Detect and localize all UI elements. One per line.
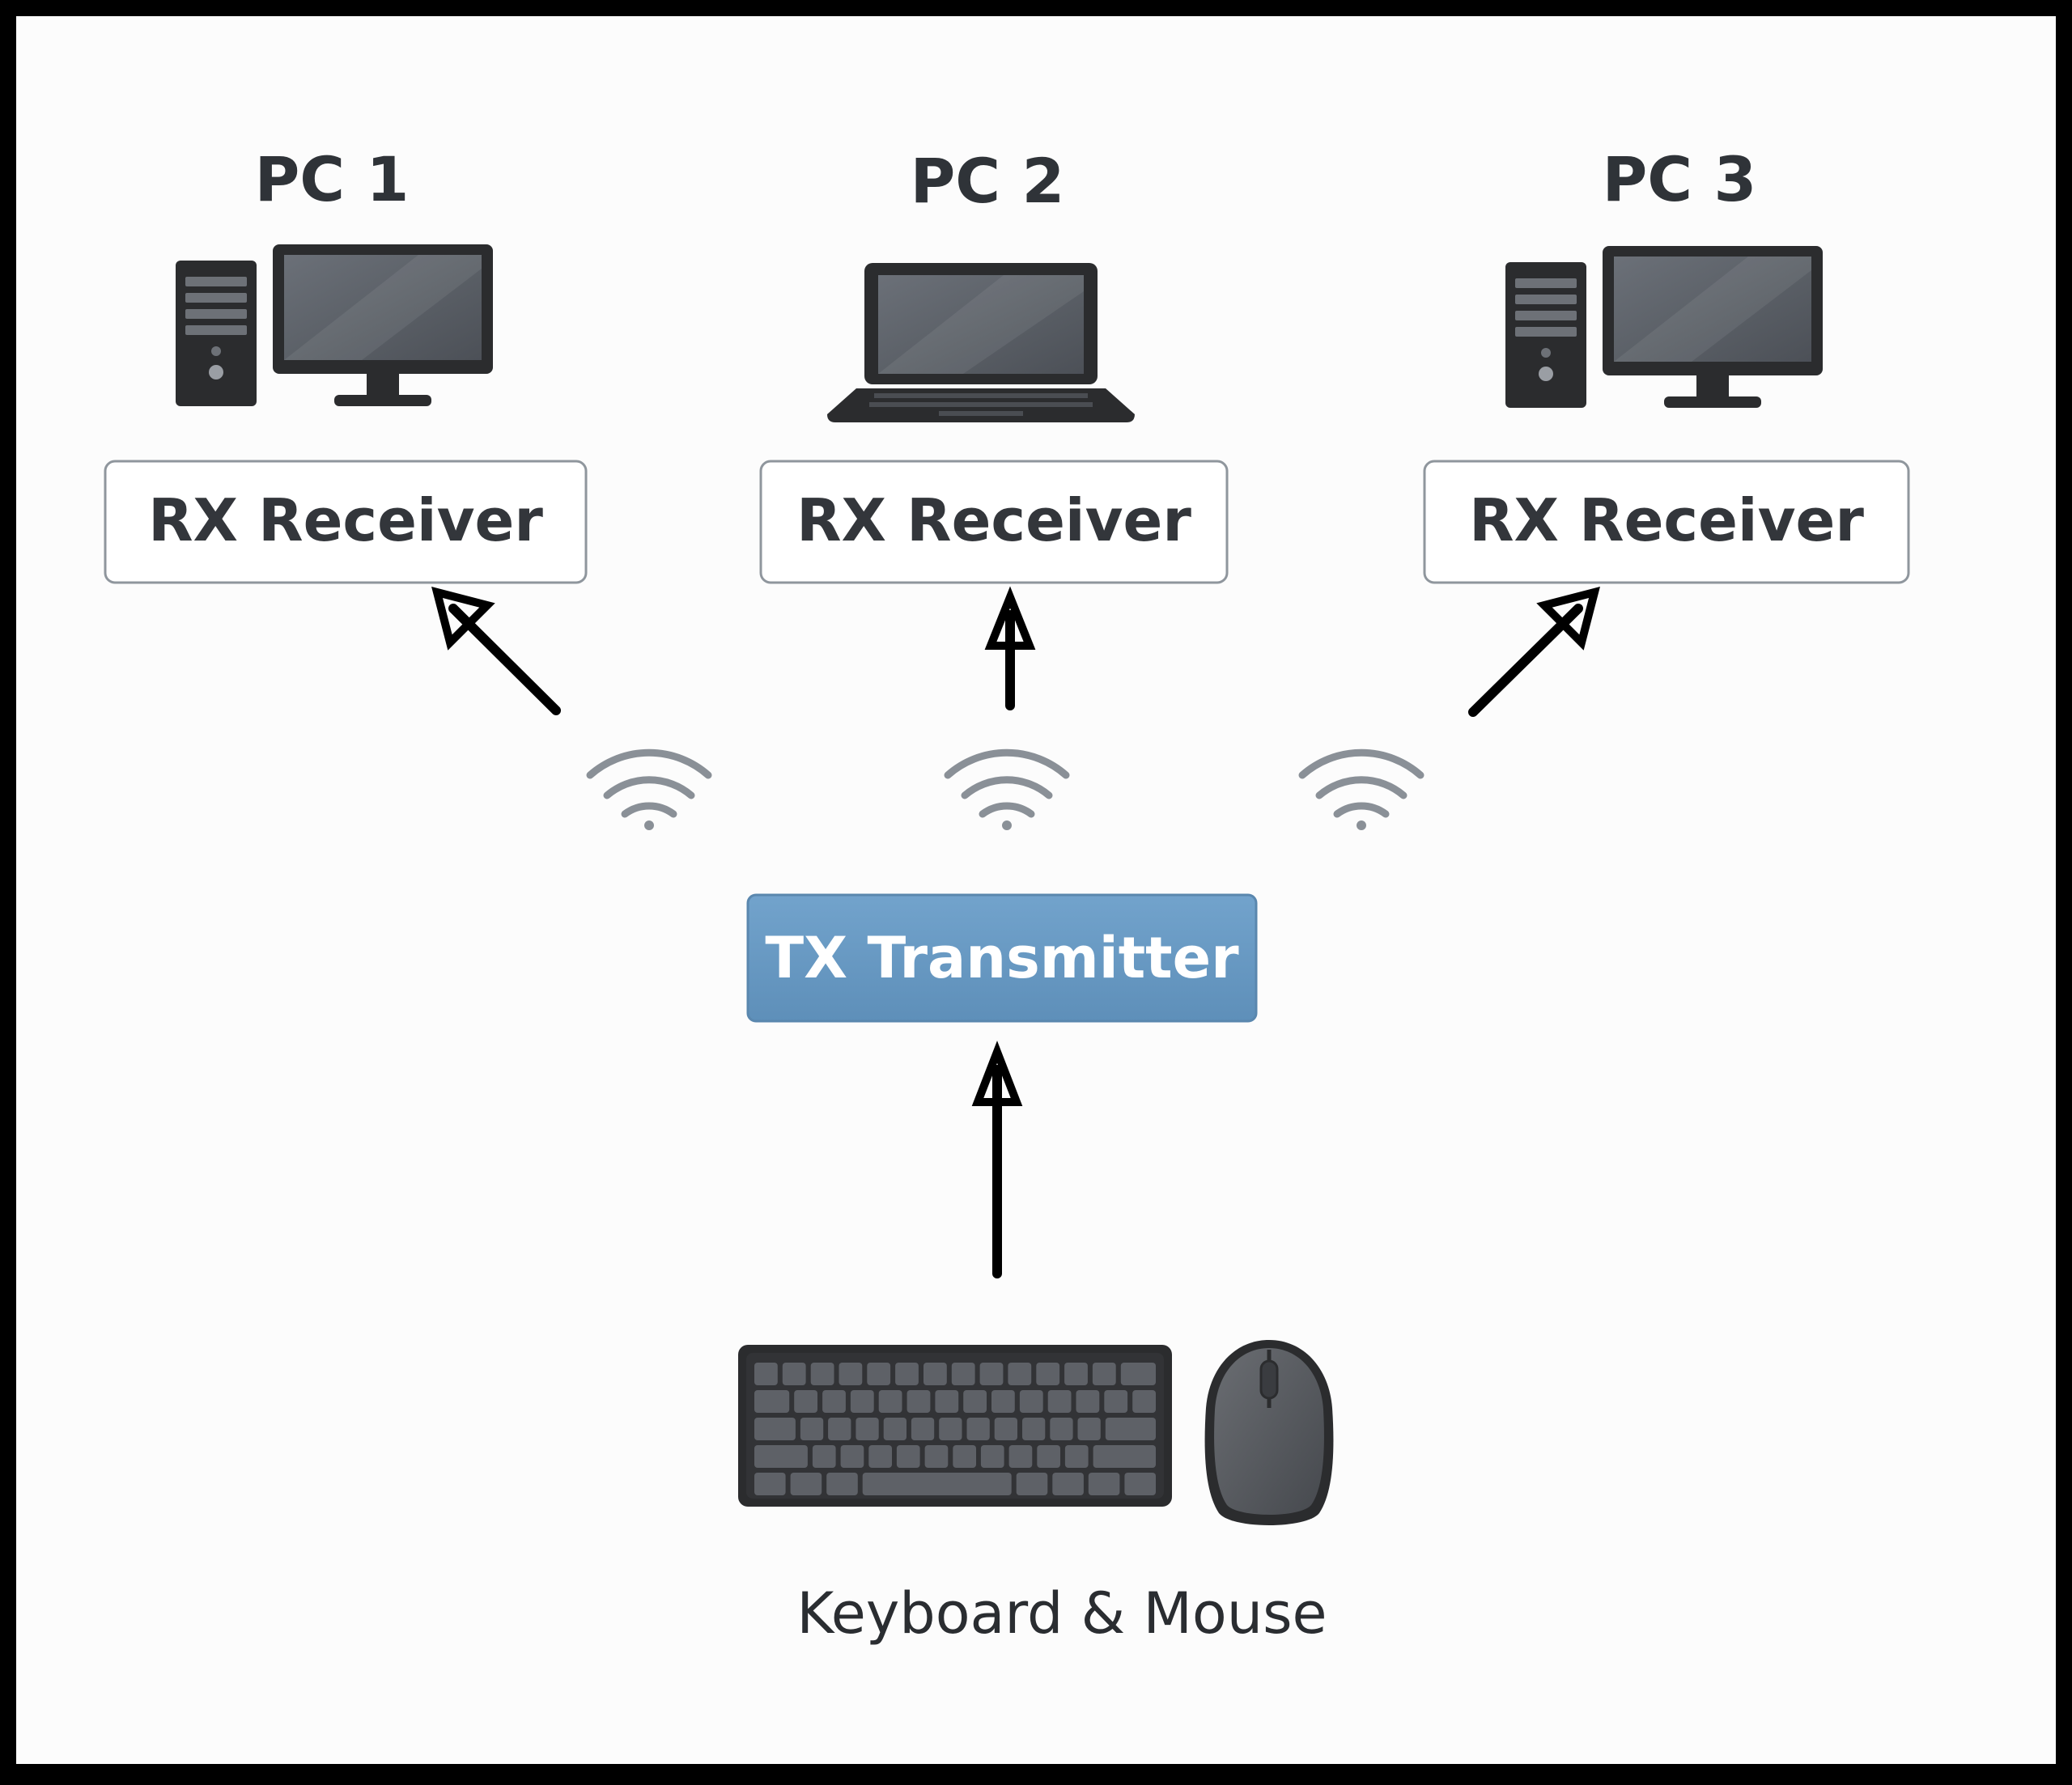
keyboard-key [1036, 1363, 1060, 1385]
rx-receiver-3: RX Receiver [1423, 460, 1910, 584]
arrow-to-tx [971, 1041, 1023, 1278]
keyboard-key [951, 1363, 975, 1385]
keyboard-key [828, 1418, 851, 1440]
keyboard-key [1093, 1445, 1156, 1468]
rx-receiver-3-label: RX Receiver [1469, 486, 1864, 554]
keyboard-key [1105, 1418, 1156, 1440]
keyboard-key [1037, 1445, 1060, 1468]
keyboard-key [867, 1363, 891, 1385]
keyboard-key [1132, 1390, 1156, 1413]
keyboard-key [1052, 1473, 1084, 1495]
tx-transmitter-label: TX Transmitter [765, 925, 1239, 991]
mouse-icon [1204, 1340, 1334, 1525]
keyboard-key [812, 1445, 836, 1468]
keyboard-key [856, 1418, 879, 1440]
keyboard-key [966, 1418, 990, 1440]
keyboard-key [1019, 1390, 1043, 1413]
keyboard-key [980, 1445, 1004, 1468]
keyboard-key [822, 1390, 846, 1413]
keyboard-key [895, 1363, 919, 1385]
rx-receiver-1: RX Receiver [104, 460, 588, 584]
arrow-to-rx-2 [984, 586, 1036, 710]
keyboard-key [1022, 1418, 1046, 1440]
keyboard-key [1008, 1363, 1032, 1385]
pc-2-title: PC 2 [911, 145, 1065, 217]
keyboard-key [794, 1390, 817, 1413]
keyboard-key [850, 1390, 874, 1413]
input-devices-label: Keyboard & Mouse [796, 1580, 1327, 1647]
keyboard-key [754, 1363, 778, 1385]
keyboard-key [939, 1418, 962, 1440]
keyboard-key [1016, 1473, 1048, 1495]
keyboard-key [1008, 1445, 1033, 1468]
arrow-to-rx-1 [431, 587, 561, 715]
keyboard-key [1050, 1418, 1073, 1440]
keyboard-key [1076, 1390, 1100, 1413]
keyboard-key [782, 1363, 806, 1385]
laptop-icon [827, 263, 1135, 422]
keyboard-key [994, 1418, 1017, 1440]
keyboard-key [1064, 1445, 1089, 1468]
keyboard-key [896, 1445, 920, 1468]
keyboard-key [924, 1445, 949, 1468]
rx-receiver-1-label: RX Receiver [148, 486, 543, 554]
wifi-signal-icon [586, 748, 712, 830]
keyboard-key [800, 1418, 824, 1440]
desktop-computer-icon [176, 244, 493, 406]
arrow-to-rx-3 [1468, 587, 1600, 717]
keyboard-key [935, 1390, 959, 1413]
keyboard-key [1092, 1363, 1116, 1385]
desktop-computer-icon [1505, 246, 1823, 408]
keyboard-key [1124, 1473, 1156, 1495]
keyboard-key [790, 1473, 822, 1495]
keyboard-key [1047, 1390, 1072, 1413]
keyboard-key [754, 1418, 796, 1440]
keyboard-key [840, 1445, 864, 1468]
keyboard-key [1104, 1390, 1128, 1413]
keyboard-key [862, 1473, 1012, 1495]
keyboard-key [906, 1390, 931, 1413]
keyboard-key [810, 1363, 834, 1385]
keyboard-key [754, 1445, 808, 1468]
keyboard-key [754, 1473, 786, 1495]
keyboard-key [1088, 1473, 1120, 1495]
pc-1-title: PC 1 [255, 143, 410, 215]
keyboard-key [979, 1363, 1004, 1385]
keyboard-key [839, 1363, 863, 1385]
keyboard-key [991, 1390, 1015, 1413]
wifi-signal-icon [944, 748, 1070, 830]
keyboard-key [963, 1390, 987, 1413]
tx-transmitter: TX Transmitter [746, 893, 1258, 1023]
keyboard-key [1077, 1418, 1101, 1440]
keyboard-icon [738, 1345, 1172, 1507]
rx-receiver-2: RX Receiver [759, 460, 1229, 584]
wifi-signal-icon [1298, 748, 1424, 830]
keyboard-key [923, 1363, 947, 1385]
keyboard-key [953, 1445, 976, 1468]
keyboard-key [911, 1418, 935, 1440]
keyboard-key [1120, 1363, 1156, 1385]
pc-3-title: PC 3 [1603, 143, 1757, 215]
keyboard-key [1064, 1363, 1088, 1385]
keyboard-key [868, 1445, 892, 1468]
keyboard-key [826, 1473, 858, 1495]
keyboard-key [754, 1390, 790, 1413]
keyboard-key [883, 1418, 906, 1440]
rx-receiver-2-label: RX Receiver [796, 486, 1191, 554]
keyboard-key [878, 1390, 902, 1413]
